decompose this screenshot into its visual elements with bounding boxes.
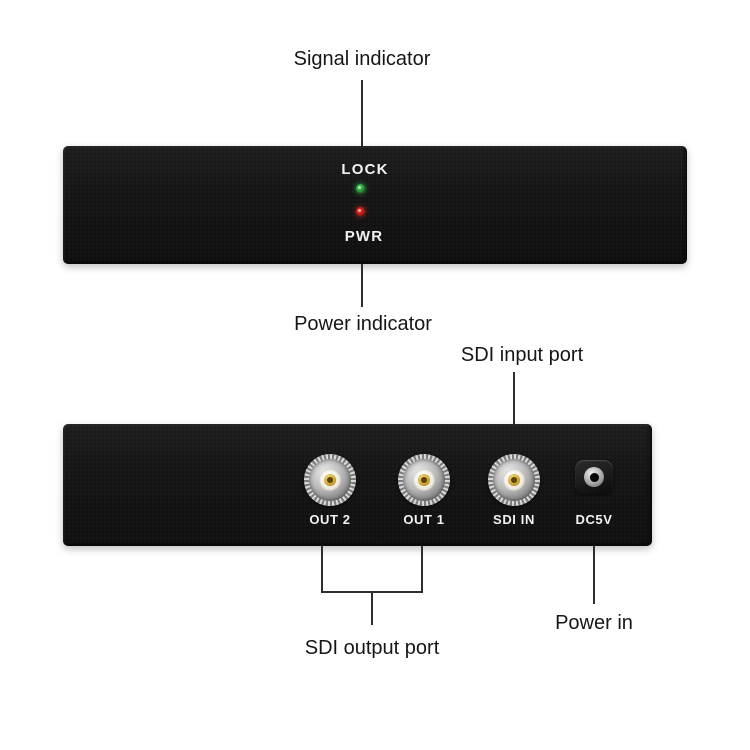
sdi-input-callout-line: [513, 372, 515, 424]
port-label-sdi-in: SDI IN: [493, 512, 535, 527]
rear-panel: OUT 2 OUT 1 SDI IN: [63, 424, 652, 546]
bnc-connector-out-1-icon: [398, 454, 450, 506]
sdi-output-bracket-left-line: [321, 546, 323, 592]
lock-label: LOCK: [341, 161, 389, 178]
dc-jack-hole: [589, 472, 599, 482]
bnc-connector-out-2-icon: [304, 454, 356, 506]
sdi-input-port-label: SDI input port: [460, 344, 584, 366]
power-in-label: Power in: [555, 612, 633, 634]
lock-led: [356, 184, 365, 193]
sdi-output-bracket-right-line: [421, 546, 423, 592]
bnc-center-pin: [324, 474, 336, 486]
sdi-output-port-label: SDI output port: [304, 637, 440, 659]
dc-power-jack-icon: [575, 460, 613, 494]
port-label-out-1: OUT 1: [403, 512, 445, 527]
bnc-center-pin: [418, 474, 430, 486]
power-indicator-label: Power indicator: [294, 313, 432, 335]
port-out-1: OUT 1: [384, 424, 464, 546]
port-label-dc5v: DC5V: [575, 512, 613, 527]
power-indicator-callout-line: [361, 264, 363, 307]
bnc-connector-sdi-in-icon: [488, 454, 540, 506]
pwr-led: [356, 207, 365, 216]
front-panel: LOCK PWR: [63, 146, 687, 264]
pwr-label: PWR: [344, 228, 384, 245]
sdi-output-bracket-stem-line: [371, 591, 373, 625]
signal-indicator-callout-line: [361, 80, 363, 146]
signal-indicator-label: Signal indicator: [293, 48, 431, 70]
port-dc5v: DC5V: [554, 424, 634, 546]
port-label-out-2: OUT 2: [309, 512, 351, 527]
bnc-center-pin: [508, 474, 520, 486]
power-in-callout-line: [593, 546, 595, 604]
port-sdi-in: SDI IN: [474, 424, 554, 546]
port-out-2: OUT 2: [290, 424, 370, 546]
